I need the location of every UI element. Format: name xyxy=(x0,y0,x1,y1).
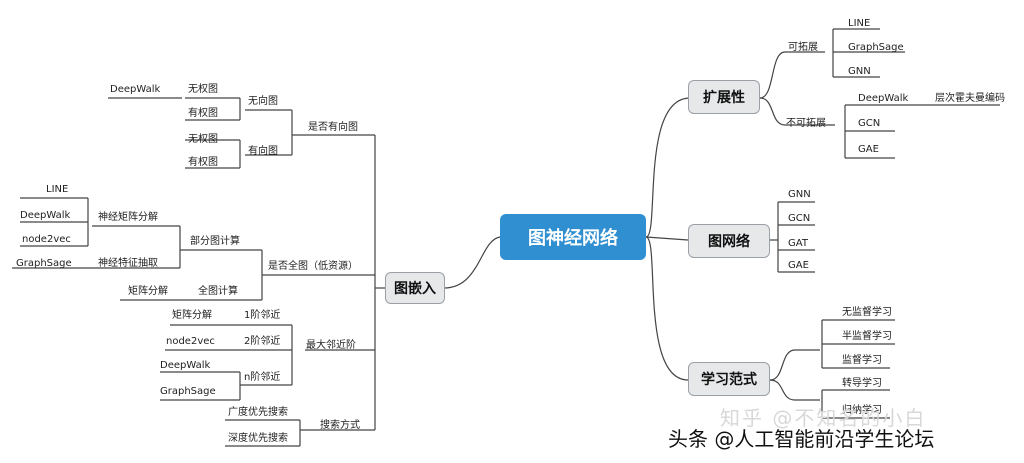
branch-extend: 扩展性 xyxy=(688,80,760,114)
label-weighted-1: 有权图 xyxy=(188,108,218,119)
label-second-order: 2阶邻近 xyxy=(244,336,281,347)
footer-caption: 头条 @人工智能前沿学生论坛 xyxy=(668,427,935,451)
label-max-neighbor: 最大邻近阶 xyxy=(306,340,356,351)
label-gae: GAE xyxy=(858,144,879,155)
label-gae: GAE xyxy=(788,260,809,271)
label-transductive: 转导学习 xyxy=(842,378,882,389)
label-partial-compute: 部分图计算 xyxy=(190,236,240,247)
label-dfs: 深度优先搜索 xyxy=(228,433,288,444)
label-deepwalk: DeepWalk xyxy=(20,210,71,221)
label-unweighted-2: 无权图 xyxy=(188,134,218,145)
label-matrix-factorization: 矩阵分解 xyxy=(172,310,212,321)
link-root-graphnet xyxy=(645,236,689,241)
watermark: 知乎 @不知名的小白 xyxy=(720,406,927,430)
label-gcn: GCN xyxy=(788,213,811,224)
label-deepwalk: DeepWalk xyxy=(110,84,161,95)
label-gat: GAT xyxy=(788,238,808,249)
label-supervised: 监督学习 xyxy=(842,355,882,366)
label-node2vec: node2vec xyxy=(22,234,71,245)
label-matrix-factorization: 矩阵分解 xyxy=(128,286,168,297)
label-neural-fe: 神经特征抽取 xyxy=(98,258,158,269)
label-search-method: 搜索方式 xyxy=(320,420,360,431)
label-undirected: 无向图 xyxy=(248,96,278,107)
label-nth-order: n阶邻近 xyxy=(244,372,281,383)
link-root-learn xyxy=(645,236,689,381)
label-graphsage: GraphSage xyxy=(16,258,72,269)
label-unweighted-1: 无权图 xyxy=(188,84,218,95)
label-huffman: 层次霍夫曼编码 xyxy=(935,93,1005,104)
label-inductive: 归纳学习 xyxy=(842,405,882,416)
branch-graph-network: 图网络 xyxy=(688,224,770,258)
label-neural-mf: 神经矩阵分解 xyxy=(98,212,158,223)
link-root-extend xyxy=(645,97,691,238)
root-node: 图神经网络 xyxy=(500,214,646,260)
label-is-directed: 是否有向图 xyxy=(308,122,358,133)
label-full-compute: 全图计算 xyxy=(198,286,238,297)
label-gnn: GNN xyxy=(848,66,871,77)
label-gcn: GCN xyxy=(858,118,881,129)
label-graphsage: GraphSage xyxy=(160,386,216,397)
branch-graph-embedding: 图嵌入 xyxy=(385,272,445,304)
branch-learning-paradigm: 学习范式 xyxy=(688,362,770,396)
label-full-graph: 是否全图（低资源） xyxy=(268,261,358,272)
label-line: LINE xyxy=(848,18,871,29)
label-unsupervised: 无监督学习 xyxy=(842,307,892,318)
label-node2vec: node2vec xyxy=(166,336,215,347)
label-nonscalable: 不可拓展 xyxy=(786,118,826,129)
link-root-embed xyxy=(443,236,501,289)
label-weighted-2: 有权图 xyxy=(188,157,218,168)
label-directed: 有向图 xyxy=(248,146,278,157)
label-scalable: 可拓展 xyxy=(788,42,818,53)
label-first-order: 1阶邻近 xyxy=(244,310,281,321)
label-graphsage: GraphSage xyxy=(848,42,904,53)
label-semisupervised: 半监督学习 xyxy=(842,331,892,342)
label-deepwalk: DeepWalk xyxy=(858,93,909,104)
label-gnn: GNN xyxy=(788,189,811,200)
label-line: LINE xyxy=(46,184,69,195)
label-deepwalk: DeepWalk xyxy=(160,360,211,371)
label-bfs: 广度优先搜索 xyxy=(228,407,288,418)
